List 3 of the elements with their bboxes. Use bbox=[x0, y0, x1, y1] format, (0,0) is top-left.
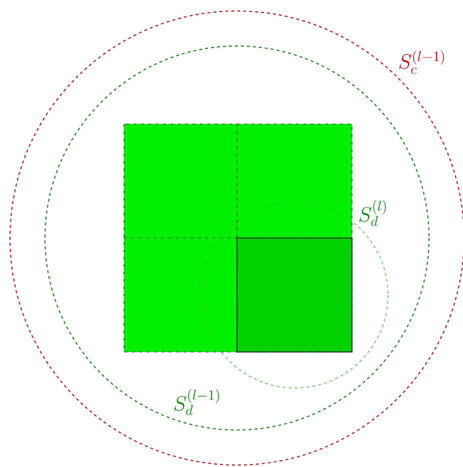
circle-label: $S_d^{(l-1)}$ bbox=[174, 389, 219, 416]
circle-label: $S_d^{(l)}$ bbox=[359, 200, 386, 226]
circle-label: $S_c^{(l-1)}$ bbox=[399, 50, 444, 74]
